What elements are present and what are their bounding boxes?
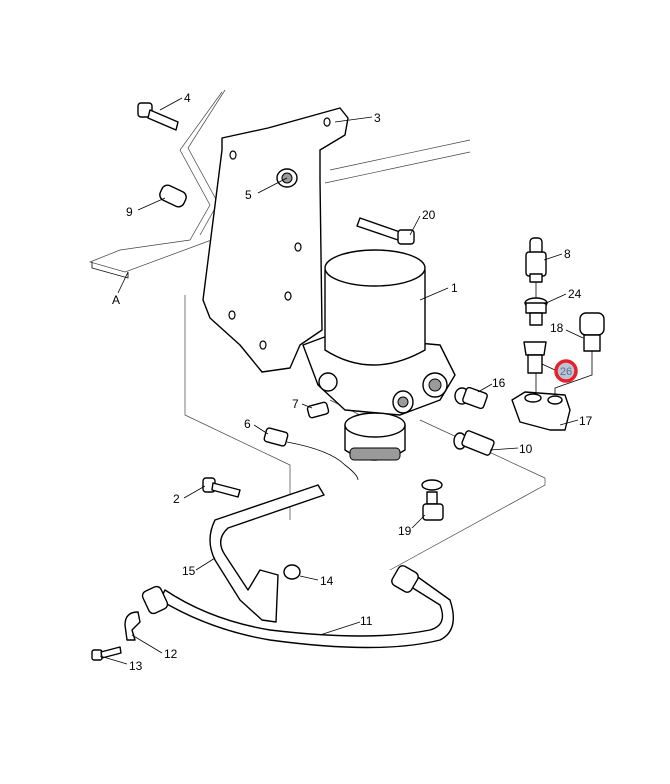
callout-19: 19 bbox=[398, 524, 412, 538]
sensor-6 bbox=[263, 427, 359, 481]
block-17 bbox=[511, 391, 571, 431]
callout-7: 7 bbox=[292, 397, 299, 411]
callout-8: 8 bbox=[564, 247, 571, 261]
highlight-ring bbox=[554, 359, 578, 383]
callout-14: 14 bbox=[320, 574, 334, 588]
fitting-8 bbox=[525, 237, 547, 283]
bolt-2 bbox=[202, 477, 241, 498]
fitting-7 bbox=[306, 401, 330, 419]
dryer-canister bbox=[302, 249, 456, 461]
callout-1: 1 bbox=[451, 281, 458, 295]
callout-6: 6 bbox=[244, 417, 251, 431]
pipe-bracket bbox=[209, 484, 325, 623]
callout-4: 4 bbox=[184, 91, 191, 105]
nut-14 bbox=[283, 564, 301, 580]
callout-15: 15 bbox=[182, 564, 196, 578]
fitting-16 bbox=[454, 386, 488, 410]
bolt-13 bbox=[91, 646, 122, 661]
fitting-10 bbox=[453, 430, 495, 456]
fitting-18 bbox=[579, 312, 605, 352]
plug-19 bbox=[421, 479, 444, 521]
callout-10: 10 bbox=[519, 442, 533, 456]
spacer-9 bbox=[159, 184, 187, 208]
callout-A: A bbox=[112, 293, 120, 307]
callout-26: 26 bbox=[560, 366, 572, 378]
pipe-11 bbox=[141, 565, 454, 649]
clip-12 bbox=[124, 611, 141, 641]
callout-3: 3 bbox=[374, 111, 381, 125]
highlighted-callout-26[interactable]: 26 bbox=[554, 359, 578, 383]
callout-18: 18 bbox=[550, 321, 564, 335]
bolt-4 bbox=[137, 102, 179, 131]
callout-13: 13 bbox=[129, 659, 143, 673]
callout-16: 16 bbox=[492, 376, 506, 390]
bolt-20 bbox=[356, 217, 415, 245]
callout-2: 2 bbox=[173, 492, 180, 506]
callout-5: 5 bbox=[245, 188, 252, 202]
leader-lines bbox=[99, 97, 584, 665]
fitting-26 bbox=[523, 341, 547, 374]
callout-12: 12 bbox=[164, 647, 178, 661]
fitting-24 bbox=[524, 297, 548, 326]
mounting-bracket bbox=[202, 107, 349, 373]
callout-9: 9 bbox=[126, 205, 133, 219]
callout-11: 11 bbox=[360, 614, 373, 628]
callout-24: 24 bbox=[568, 287, 582, 301]
callout-17: 17 bbox=[579, 414, 593, 428]
bracket-holes bbox=[228, 117, 331, 350]
callout-20: 20 bbox=[422, 208, 436, 222]
